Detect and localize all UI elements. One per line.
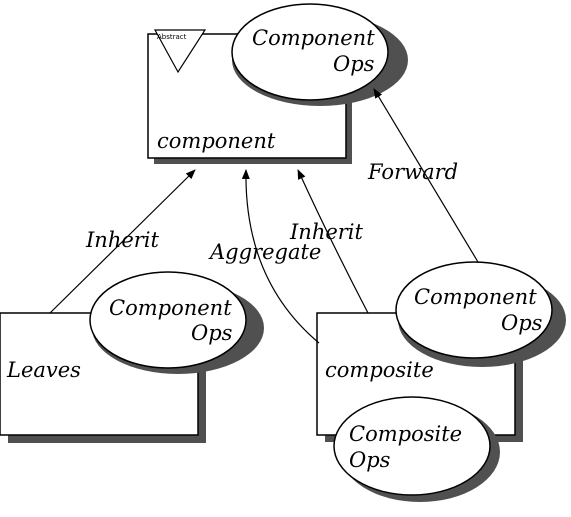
composite-inherit-label: Inherit bbox=[289, 220, 364, 244]
component-ops-line1: Component bbox=[252, 26, 375, 50]
leaves-ops-line1: Component bbox=[109, 296, 232, 320]
composite-component-ops-line1: Component bbox=[414, 285, 537, 309]
composite-ops-line2: Ops bbox=[349, 448, 391, 472]
leaves-inherit-label: Inherit bbox=[85, 228, 160, 252]
aggregate-label: Aggregate bbox=[208, 240, 321, 264]
component-ops-line2: Ops bbox=[333, 52, 375, 76]
composite-component-ops-node: Component Ops bbox=[395, 261, 566, 367]
composite-label: composite bbox=[325, 358, 434, 382]
abstract-badge-label: Abstract bbox=[157, 33, 187, 41]
component-label: component bbox=[157, 129, 276, 153]
leaves-label: Leaves bbox=[6, 358, 81, 382]
abstract-badge: Abstract bbox=[153, 29, 207, 74]
leaves-inherit-edge bbox=[49, 169, 196, 314]
component-ops-node: Component Ops bbox=[231, 3, 408, 106]
leaves-ops-line2: Ops bbox=[191, 321, 233, 345]
composite-aggregate-edge bbox=[241, 169, 320, 344]
forward-edge bbox=[373, 88, 479, 263]
leaves-component-ops-node: Component Ops bbox=[89, 271, 264, 374]
composite-component-ops-line2: Ops bbox=[501, 311, 543, 335]
composite-ops-node: Composite Ops bbox=[333, 396, 500, 502]
composite-inherit-edge bbox=[297, 169, 369, 314]
forward-label: Forward bbox=[367, 160, 458, 184]
composite-ops-line1: Composite bbox=[349, 422, 462, 446]
